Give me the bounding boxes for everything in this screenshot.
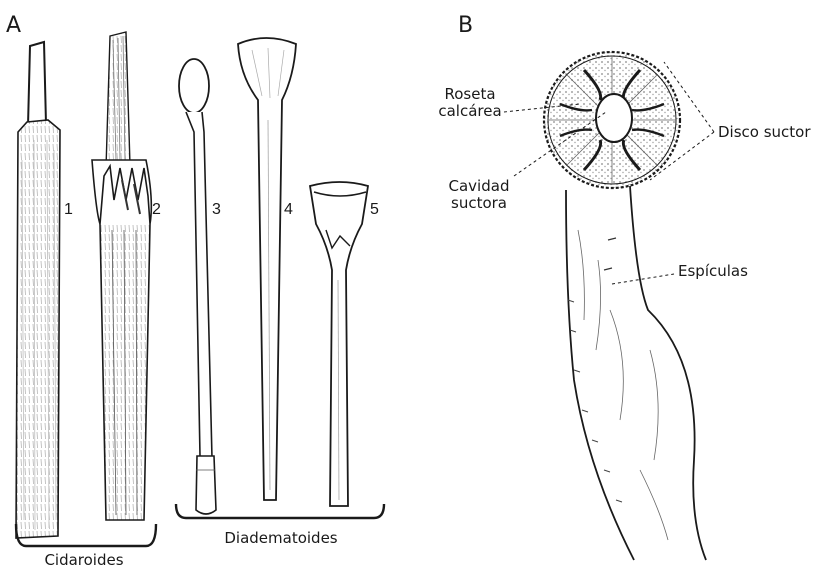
spine-4 (238, 38, 296, 500)
suction-cavity (596, 94, 632, 142)
diadematoides-label: Diadematoides (200, 530, 362, 547)
spine-1 (16, 42, 60, 538)
roseta-label-line2: calcárea (430, 103, 510, 120)
cavidad-label-line2: suctora (436, 195, 522, 212)
cavidad-label: Cavidad suctora (436, 178, 522, 212)
panel-label-a: A (6, 14, 21, 38)
panel-label-b: B (458, 14, 473, 38)
roseta-label-line1: Roseta (430, 86, 510, 103)
spine-number-5: 5 (370, 201, 379, 218)
roseta-label: Roseta calcárea (430, 86, 510, 120)
suction-disc (544, 52, 680, 188)
cavidad-label-line1: Cavidad (436, 178, 522, 195)
spine-5 (310, 182, 368, 506)
spine-2 (92, 32, 151, 520)
espiculas-label: Espículas (678, 263, 748, 280)
spine-number-2: 2 (152, 201, 161, 218)
spine-number-4: 4 (284, 201, 293, 218)
spine-number-1: 1 (64, 201, 73, 218)
cidaroides-label: Cidaroides (24, 552, 144, 569)
tube-foot-stem (566, 186, 706, 560)
spine-number-3: 3 (212, 201, 221, 218)
spine-3 (179, 59, 216, 514)
disco-suctor-label: Disco suctor (718, 124, 811, 141)
